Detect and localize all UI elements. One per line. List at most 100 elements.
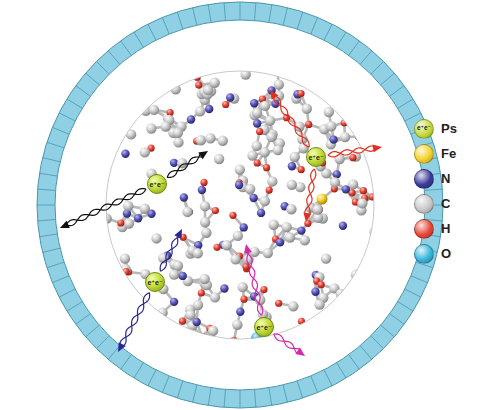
atom	[192, 318, 200, 326]
atom	[187, 115, 195, 123]
arrowhead	[270, 90, 278, 100]
atom	[260, 196, 270, 206]
molecule-structure	[98, 65, 380, 352]
atom	[226, 93, 234, 101]
positronium-circle: e⁺e⁻	[306, 147, 326, 167]
atom	[326, 121, 336, 131]
atom	[288, 301, 298, 311]
segment-line	[255, 389, 256, 407]
segment-line	[86, 325, 100, 337]
atom	[355, 132, 363, 140]
atom	[193, 248, 203, 258]
segment-line	[311, 17, 318, 34]
segment-line	[162, 376, 169, 393]
atom	[198, 289, 205, 296]
atom	[289, 152, 299, 162]
segment-line	[47, 142, 64, 148]
atom	[260, 101, 270, 111]
segment-line	[390, 314, 405, 325]
atom	[312, 204, 322, 214]
segment-line	[76, 86, 91, 97]
arrowhead	[373, 144, 382, 152]
segment-line	[39, 173, 57, 176]
segment-line	[121, 355, 132, 370]
atom	[245, 184, 255, 194]
gamma-wave	[167, 157, 202, 178]
arrowhead	[303, 212, 311, 222]
atom	[198, 186, 206, 194]
atom	[229, 212, 236, 219]
atom	[256, 128, 263, 135]
gamma-wave	[123, 293, 150, 347]
ring-inner-edge	[55, 20, 425, 390]
atom	[342, 185, 350, 193]
gamma-wave	[120, 293, 149, 345]
gamma-wave	[275, 96, 310, 147]
legend-row: N	[414, 166, 457, 191]
atom	[259, 147, 269, 157]
segment-line	[224, 3, 225, 21]
segment-line	[411, 276, 428, 283]
atom	[257, 340, 269, 352]
particle-label: e⁺e⁻	[149, 181, 164, 188]
atom	[222, 240, 232, 250]
legend-row: e⁺e⁻Ps	[414, 116, 457, 141]
gamma-wave	[274, 334, 301, 350]
particle-label: e⁺e⁻	[417, 125, 431, 132]
atom	[140, 147, 150, 157]
gamma-wave	[160, 236, 180, 271]
atom	[173, 128, 183, 138]
legend-swatch	[414, 169, 434, 189]
gamma-wave	[307, 169, 314, 215]
atom	[274, 79, 284, 89]
atom	[200, 201, 210, 211]
atom	[285, 232, 295, 242]
segment-line	[96, 61, 109, 74]
atom	[169, 269, 179, 279]
positronium-circle: e⁺e⁻	[147, 174, 167, 194]
atom	[235, 181, 243, 189]
atom	[123, 201, 133, 211]
segment-line	[337, 363, 346, 378]
atom	[269, 220, 279, 230]
legend-swatch	[414, 219, 434, 239]
segment-line	[208, 388, 211, 406]
legend-text: O	[441, 246, 451, 261]
atom	[304, 220, 311, 227]
segment-line	[390, 86, 405, 97]
arrowhead	[174, 229, 182, 239]
segment-line	[311, 376, 318, 393]
positronium-circle: e⁺e⁻	[145, 272, 165, 292]
segment-line	[193, 8, 197, 26]
atom	[282, 222, 292, 232]
gamma-wave	[274, 96, 310, 147]
atom	[238, 282, 248, 292]
gamma-wave	[328, 146, 374, 157]
gamma-wave	[160, 235, 177, 271]
segment-line	[297, 12, 303, 29]
segment-line	[381, 73, 395, 85]
atom	[333, 170, 341, 178]
legend-row: Fe	[414, 141, 457, 166]
atom	[98, 217, 106, 225]
atom	[230, 254, 240, 264]
legend: e⁺e⁻PsFeNCHO	[414, 116, 457, 266]
atom	[173, 261, 183, 271]
atom	[199, 274, 209, 284]
atom	[288, 162, 296, 170]
segment-line	[360, 51, 372, 65]
atom	[300, 235, 310, 245]
legend-text: Fe	[441, 146, 456, 161]
atom	[134, 214, 142, 222]
atom	[360, 187, 367, 194]
atom	[273, 145, 283, 155]
atom	[210, 292, 220, 302]
segment-line	[67, 302, 82, 311]
atom	[236, 308, 244, 316]
legend-swatch: e⁺e⁻	[414, 119, 434, 139]
atom	[247, 150, 257, 160]
atom	[272, 65, 282, 75]
segment-line	[381, 325, 395, 337]
segment-line	[349, 41, 360, 56]
